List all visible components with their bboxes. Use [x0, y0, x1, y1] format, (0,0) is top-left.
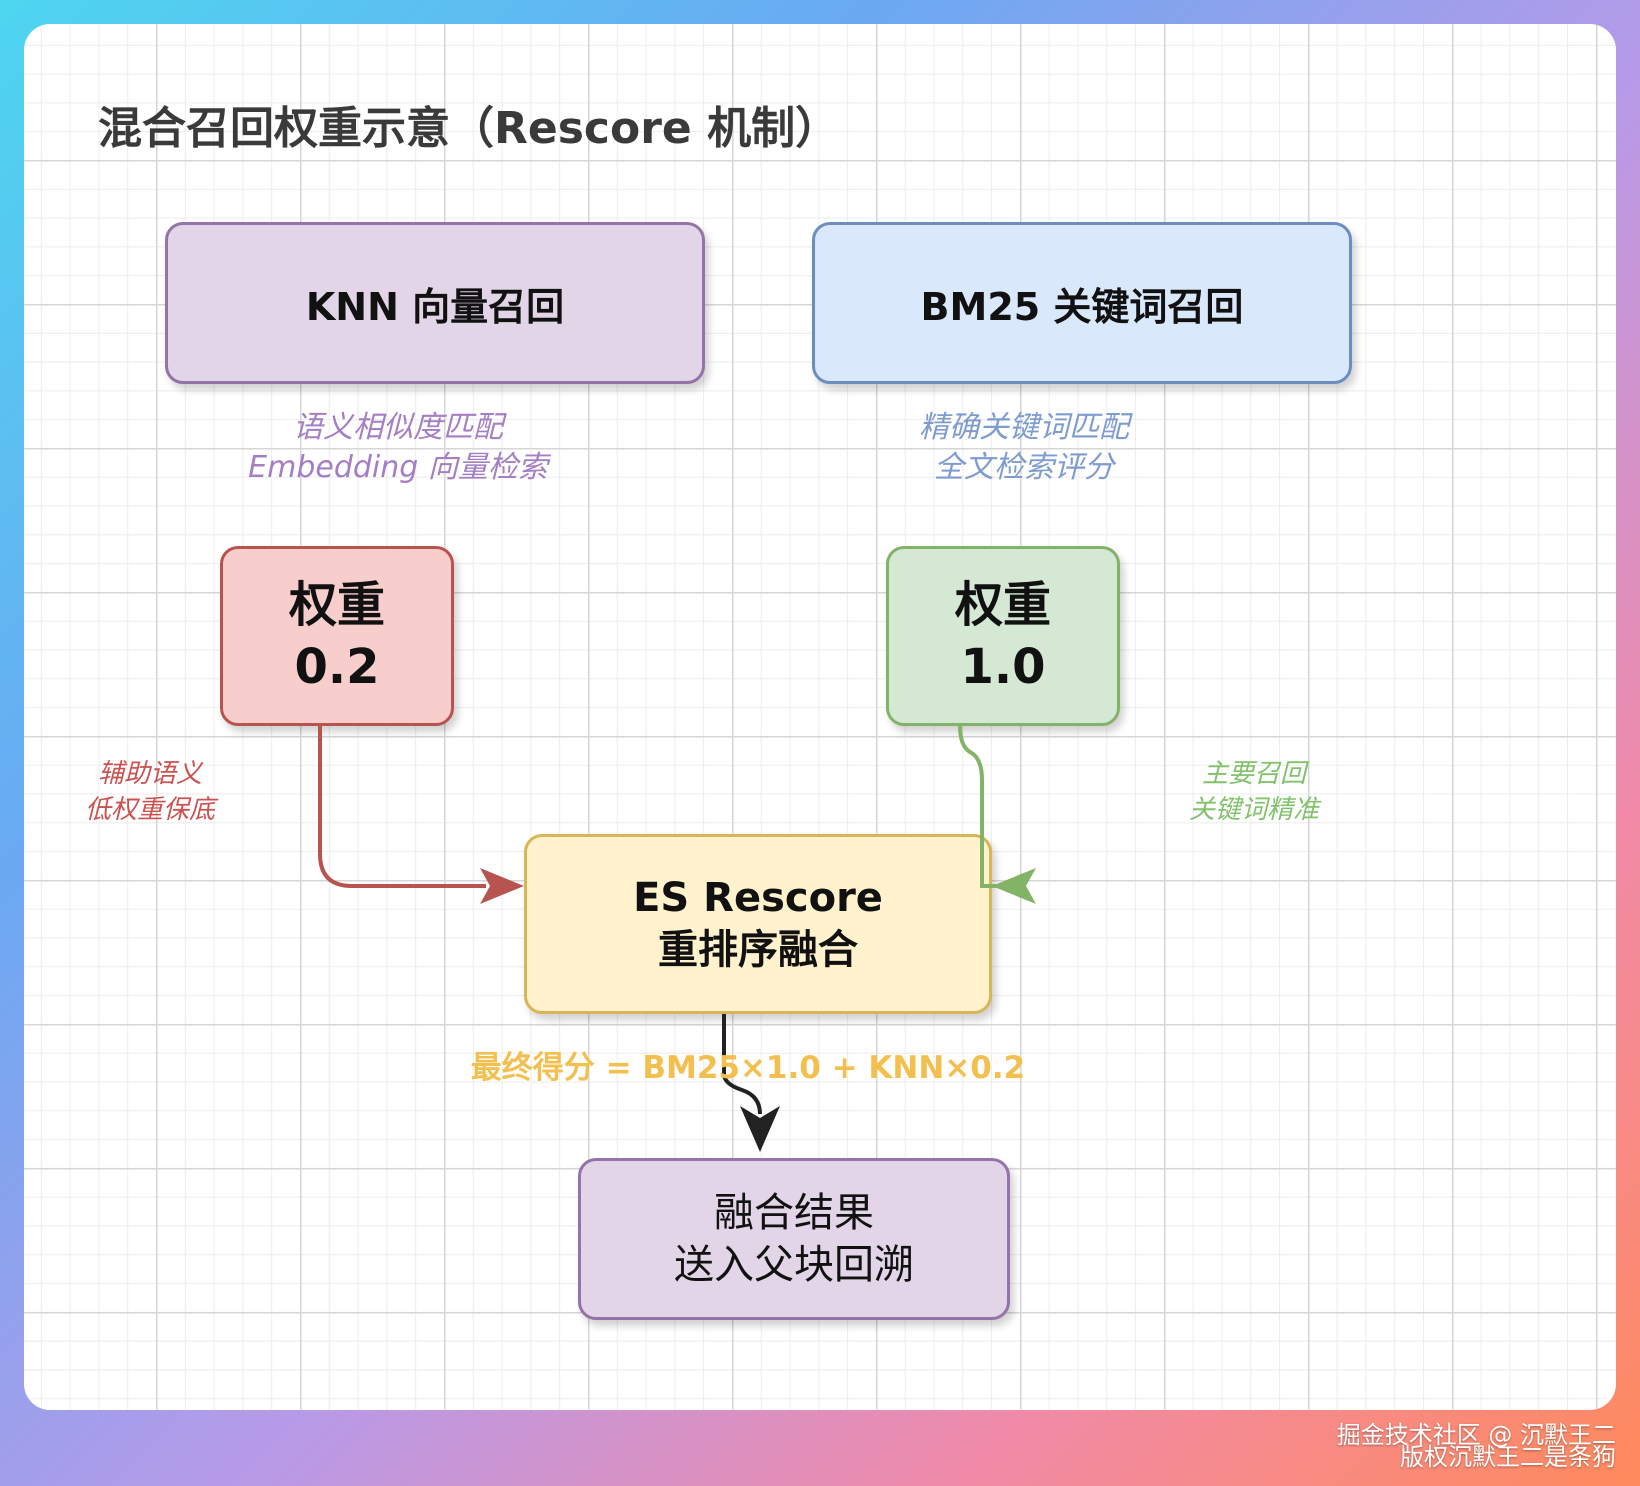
- bm25-weight-label: 权重: [954, 577, 1051, 633]
- connector-arrows: [318, 725, 1036, 1152]
- bm25-note-line: 全文检索评分: [934, 450, 1114, 485]
- knn-weight-to-es-arrow: [318, 726, 486, 888]
- knn-recall-label: KNN 向量召回: [305, 284, 565, 329]
- aux-note-line: 辅助语义: [97, 759, 202, 789]
- watermark-line: 版权沉默王二是条狗: [1400, 1443, 1616, 1471]
- es-rescore-node: ES Rescore 重排序融合: [524, 834, 992, 1014]
- es-to-result-arrowhead: [740, 1106, 780, 1152]
- aux-semantic-note: 辅助语义 低权重保底: [70, 756, 230, 828]
- knn-note: 语义相似度匹配 Embedding 向量检索: [238, 408, 558, 488]
- bm25-recall-node: BM25 关键词召回: [812, 222, 1352, 384]
- main-note-line: 主要召回: [1201, 759, 1306, 789]
- bm25-note-line: 精确关键词匹配: [919, 410, 1129, 445]
- watermark-line: 掘金技术社区 @ 沉默王二: [1336, 1421, 1616, 1449]
- aux-note-line: 低权重保底: [84, 795, 215, 825]
- knn-note-line: 语义相似度匹配: [293, 410, 503, 445]
- knn-weight-to-es-arrowhead: [480, 868, 524, 904]
- score-formula: 最终得分 = BM25×1.0 + KNN×0.2: [470, 1050, 1026, 1086]
- bm25-weight-to-es-arrow: [958, 725, 1014, 888]
- es-to-result-arrow: [722, 1014, 762, 1115]
- bm25-note: 精确关键词匹配 全文检索评分: [884, 408, 1164, 488]
- fusion-result-line2: 送入父块回溯: [674, 1242, 914, 1288]
- es-rescore-line1: ES Rescore: [633, 875, 883, 921]
- watermark: 掘金技术社区 @ 沉默王二 版权沉默王二是条狗: [1336, 1421, 1616, 1471]
- main-recall-note: 主要召回 关键词精准: [1174, 756, 1334, 828]
- knn-weight-label: 权重: [288, 577, 385, 633]
- fusion-result-node: 融合结果 送入父块回溯: [578, 1158, 1010, 1320]
- bm25-recall-label: BM25 关键词召回: [920, 284, 1244, 329]
- main-note-line: 关键词精准: [1188, 795, 1319, 825]
- bm25-weight-to-es-arrowhead: [992, 868, 1036, 904]
- es-rescore-line2: 重排序融合: [658, 927, 858, 973]
- diagram-canvas: 混合召回权重示意（Rescore 机制） KNN 向量召回 BM25 关键词召回…: [24, 24, 1616, 1410]
- bm25-weight-node: 权重 1.0: [886, 546, 1120, 726]
- knn-note-line: Embedding 向量检索: [248, 450, 548, 485]
- fusion-result-line1: 融合结果: [714, 1190, 874, 1236]
- knn-weight-node: 权重 0.2: [220, 546, 454, 726]
- knn-weight-value: 0.2: [294, 639, 380, 695]
- knn-recall-node: KNN 向量召回: [165, 222, 705, 384]
- bm25-weight-value: 1.0: [960, 639, 1046, 695]
- diagram-title: 混合召回权重示意（Rescore 机制）: [98, 103, 840, 154]
